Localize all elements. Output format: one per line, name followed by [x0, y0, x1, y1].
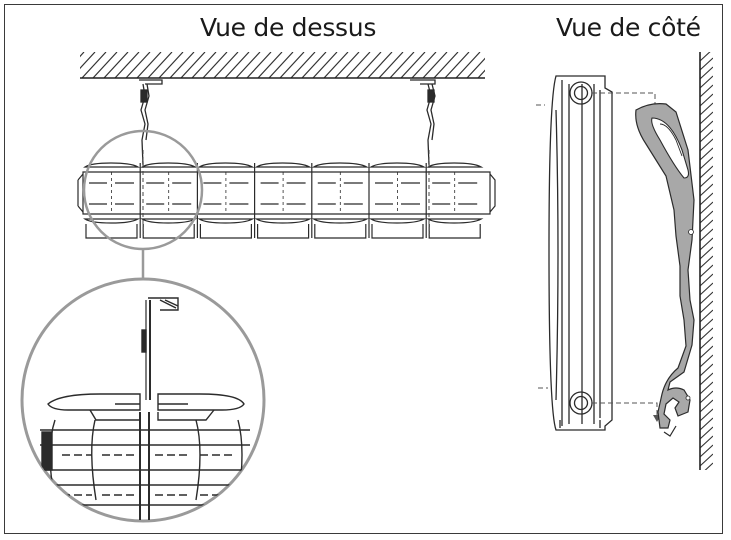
- top-view-bracket-left: [139, 79, 163, 166]
- wall-hatch: [699, 52, 713, 470]
- top-view-axis-lines: [142, 150, 430, 235]
- side-view-title: Vue de côté: [556, 13, 701, 42]
- top-view-bracket-right: [410, 79, 436, 166]
- side-view-arrows: [536, 92, 658, 417]
- top-view-radiator: [77, 162, 496, 239]
- side-view-radiator: [548, 75, 613, 431]
- ceiling-hatch: [80, 52, 485, 79]
- top-view-title: Vue de dessus: [200, 13, 377, 42]
- detail-magnifier: [20, 129, 266, 523]
- wall-bracket: [635, 103, 695, 437]
